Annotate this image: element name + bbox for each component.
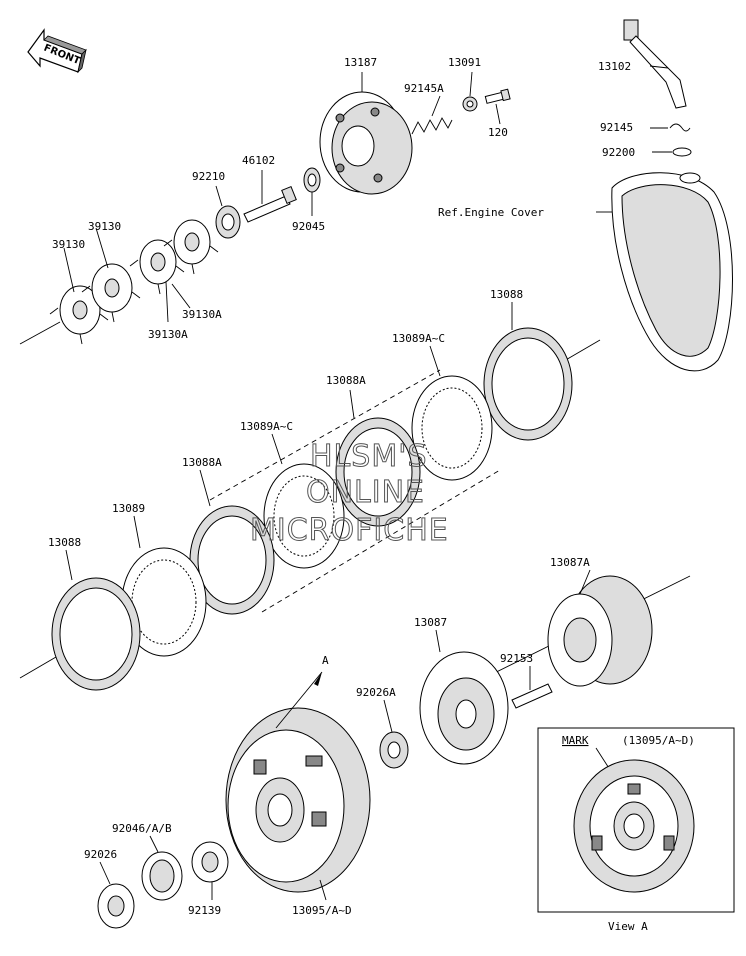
part-92145A-spring <box>411 95 453 135</box>
view-a-panel: MARK (13095/A~D) <box>537 727 735 913</box>
front-arrow-icon: FRONT <box>27 28 87 74</box>
part-46102-pusher <box>243 170 297 223</box>
label-92145A: 92145A <box>404 82 444 95</box>
view-a-mark-label: MARK <box>562 734 589 747</box>
label-39130A-a: 39130A <box>182 308 222 321</box>
friction-plate-13088-bottom <box>51 577 141 691</box>
friction-plate-13088A-mid <box>189 505 275 615</box>
label-13087A: 13087A <box>550 556 590 569</box>
label-120: 120 <box>488 126 508 139</box>
label-39130-b: 39130 <box>52 238 85 251</box>
steel-plate-13089AC-top <box>411 375 493 481</box>
friction-plate-13088-top <box>483 327 573 441</box>
label-92210: 92210 <box>192 170 225 183</box>
part-13091-drawing <box>462 71 478 112</box>
label-13102: 13102 <box>598 60 631 73</box>
label-92139: 92139 <box>188 904 221 917</box>
label-13089: 13089 <box>112 502 145 515</box>
part-92026A-washer <box>379 699 409 769</box>
label-13187: 13187 <box>344 56 377 69</box>
watermark-line-3: MICROFICHE <box>250 513 449 548</box>
label-13088A-mid: 13088A <box>182 456 222 469</box>
label-13087: 13087 <box>414 616 447 629</box>
label-92045: 92045 <box>292 220 325 233</box>
friction-plate-13088A-top <box>335 417 421 527</box>
part-92200-washer <box>652 147 692 157</box>
part-13102-shaft <box>623 19 687 109</box>
part-13095-basket <box>225 671 371 901</box>
watermark: HLSM'S ONLINE MICROFICHE <box>250 439 449 549</box>
part-13087-plate <box>419 629 509 765</box>
part-92026-washer <box>97 861 135 929</box>
watermark-line-2: ONLINE <box>306 475 425 510</box>
label-ref-engine-cover: Ref.Engine Cover <box>438 206 544 219</box>
label-92153: 92153 <box>500 652 533 665</box>
label-46102: 46102 <box>242 154 275 167</box>
watermark-line-1: HLSM'S <box>310 439 428 474</box>
part-120-bolt <box>484 88 511 125</box>
steel-plate-13089AC-mid <box>263 463 345 569</box>
stack-guide-top <box>209 369 441 501</box>
label-39130A-b: 39130A <box>148 328 188 341</box>
view-a-ref-label: (13095/A~D) <box>622 734 695 747</box>
part-39130-washers <box>19 219 219 345</box>
part-92210-bearing <box>215 185 241 239</box>
label-13089AC-top: 13089A~C <box>392 332 445 345</box>
label-13088A-top: 13088A <box>326 374 366 387</box>
label-92046: 92046/A/B <box>112 822 172 835</box>
part-92145-clip <box>650 123 691 132</box>
label-13091: 13091 <box>448 56 481 69</box>
part-92153-bolt <box>511 666 553 709</box>
label-39130-a: 39130 <box>88 220 121 233</box>
label-A-arrow: A <box>322 654 329 667</box>
part-13187-drawing <box>319 72 413 195</box>
stack-guide-bottom <box>261 469 501 613</box>
label-13088-top: 13088 <box>490 288 523 301</box>
engine-cover-drawing <box>596 172 733 372</box>
label-13095: 13095/A~D <box>292 904 352 917</box>
label-92026A: 92026A <box>356 686 396 699</box>
part-92139-bush <box>191 841 229 900</box>
part-92046-bearing <box>141 835 183 901</box>
label-92200: 92200 <box>602 146 635 159</box>
view-a-caption: View A <box>608 920 648 933</box>
label-92145: 92145 <box>600 121 633 134</box>
label-13089AC-mid: 13089A~C <box>240 420 293 433</box>
label-13088-bottom: 13088 <box>48 536 81 549</box>
steel-plate-13089 <box>121 547 207 657</box>
part-13087A-hub <box>439 569 691 701</box>
label-92026: 92026 <box>84 848 117 861</box>
part-92045-bearing <box>303 167 321 216</box>
